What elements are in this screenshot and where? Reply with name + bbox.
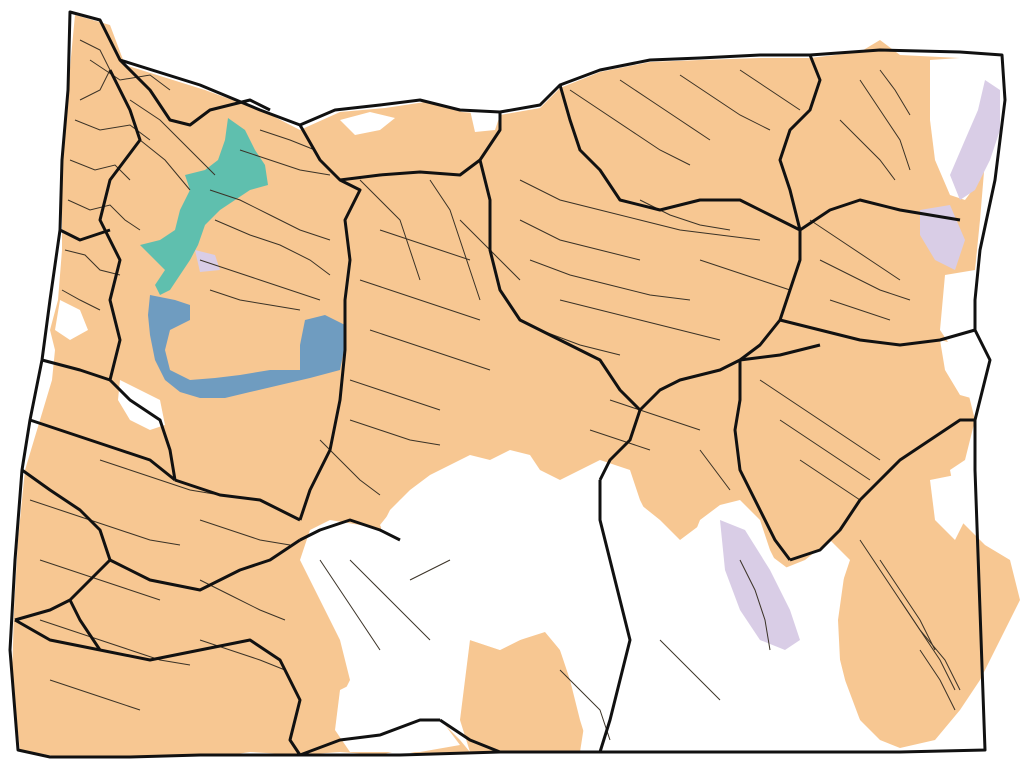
lavender-willamette-spot	[195, 250, 220, 272]
lavender-east-region-2	[920, 205, 965, 270]
blue-willamette-region	[148, 295, 345, 398]
lavender-east-region	[950, 80, 1000, 200]
lavender-southcentral-region	[720, 520, 800, 650]
stream-network	[29, 39, 961, 741]
basin-boundaries	[8, 10, 1007, 759]
highlighted-habitat	[140, 80, 1000, 650]
range-fill-south-lobe	[460, 630, 585, 752]
range-fill-region	[12, 15, 1020, 757]
teal-willamette-region	[140, 118, 268, 295]
